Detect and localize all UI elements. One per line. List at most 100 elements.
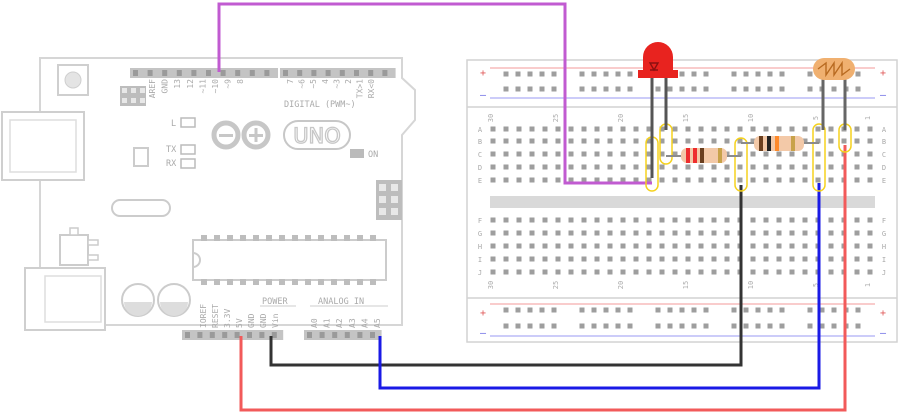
column-number: 1: [864, 116, 872, 120]
pin-label: ~5: [309, 79, 318, 89]
rail-minus-bottom-left: –: [480, 328, 487, 339]
row-letter: F: [882, 217, 886, 225]
pin-label: ~9: [224, 79, 233, 89]
pin-label: 3.3V: [223, 309, 232, 328]
column-number: 20: [617, 114, 625, 122]
row-letter: E: [882, 177, 886, 185]
column-number: 20: [617, 281, 625, 289]
header-pin: [133, 70, 138, 76]
wire-red-5v: [239, 145, 847, 412]
header-pin: [162, 70, 168, 76]
header-pin: [176, 70, 182, 76]
header-pin: [319, 332, 325, 338]
chip-small: [133, 147, 149, 167]
header-pin: [370, 332, 375, 338]
header-pin: [222, 332, 228, 338]
icsp-header-right: [376, 180, 402, 220]
header-pin: [235, 70, 241, 76]
resistor-1: [666, 148, 741, 163]
analog-header: [304, 330, 382, 340]
logo-uno: UNO: [293, 124, 341, 148]
row-letter: E: [478, 177, 482, 185]
pin-label: ~10: [211, 79, 220, 94]
row-letter: D: [478, 164, 482, 172]
atmega-chip: [192, 235, 387, 285]
row-letter: G: [882, 230, 886, 238]
header-pin: [197, 332, 203, 338]
power-jack: [24, 267, 106, 331]
pin-label: 12: [186, 79, 195, 89]
led-tx-label: TX: [166, 145, 177, 155]
led-l-label: L: [171, 119, 176, 129]
row-letter: F: [478, 217, 482, 225]
analog-label: ANALOG IN: [318, 297, 364, 307]
wire-blue-a5: [378, 183, 821, 390]
components: [638, 42, 855, 192]
column-number: 10: [747, 114, 755, 122]
pin-label: Vin: [271, 313, 280, 328]
rail-minus-top-right: –: [880, 90, 887, 101]
icsp-header-top: [120, 86, 146, 106]
header-pin: [206, 70, 211, 76]
led-rx-label: RX: [166, 159, 177, 169]
power-header: [182, 330, 284, 340]
pin-label: 2: [344, 79, 353, 84]
pin-label: ~11: [198, 79, 207, 94]
row-letter: B: [478, 138, 482, 146]
column-number: 15: [682, 114, 690, 122]
pin-label: 7: [286, 79, 295, 84]
capacitor-2: [157, 283, 191, 317]
pin-label: A2: [335, 318, 344, 328]
digital-header-left: [130, 68, 278, 78]
power-label: POWER: [262, 297, 288, 307]
rail-plus-top-right: +: [880, 68, 886, 79]
photoresistor: [813, 58, 855, 130]
pin-label: 5V: [235, 318, 244, 328]
row-letter: H: [882, 243, 886, 251]
row-letter: G: [478, 230, 482, 238]
column-number: 15: [682, 281, 690, 289]
led-rx: [180, 158, 196, 169]
rail-plus-top-left: +: [480, 68, 486, 79]
row-letter: D: [882, 164, 886, 172]
row-letter: H: [478, 243, 482, 251]
led-tx: [180, 144, 196, 155]
row-letter: J: [478, 269, 482, 277]
header-pin: [264, 70, 270, 76]
column-number: 1: [864, 283, 872, 287]
rail-minus-bottom-right: –: [880, 328, 887, 339]
header-pin: [185, 332, 190, 338]
pin-label: IOREF: [199, 304, 208, 328]
column-number: 5: [812, 283, 820, 287]
header-pin: [325, 70, 331, 76]
rail-plus-bottom-left: +: [480, 308, 486, 319]
header-pin: [307, 332, 312, 338]
header-pin: [357, 332, 363, 338]
led-on-label: ON: [368, 150, 378, 160]
pin-label: GND: [247, 313, 256, 328]
row-letter: C: [478, 151, 482, 159]
row-letter: C: [882, 151, 886, 159]
header-pin: [271, 332, 277, 338]
header-pin: [259, 332, 265, 338]
pin-label: 13: [173, 79, 182, 89]
header-pin: [209, 332, 215, 338]
pin-label: 4: [321, 79, 330, 84]
voltage-regulator: [59, 227, 99, 266]
row-letter: A: [478, 126, 483, 134]
leg-highlight: [734, 137, 748, 192]
column-number: 5: [812, 116, 820, 120]
column-number: 25: [552, 114, 560, 122]
pin-label: GND: [161, 79, 170, 94]
header-pin: [332, 332, 338, 338]
column-number: 30: [487, 281, 495, 289]
pin-label: A5: [373, 318, 382, 328]
pin-label: GND: [259, 313, 268, 328]
row-letter: I: [478, 256, 482, 264]
header-pin: [220, 70, 226, 76]
